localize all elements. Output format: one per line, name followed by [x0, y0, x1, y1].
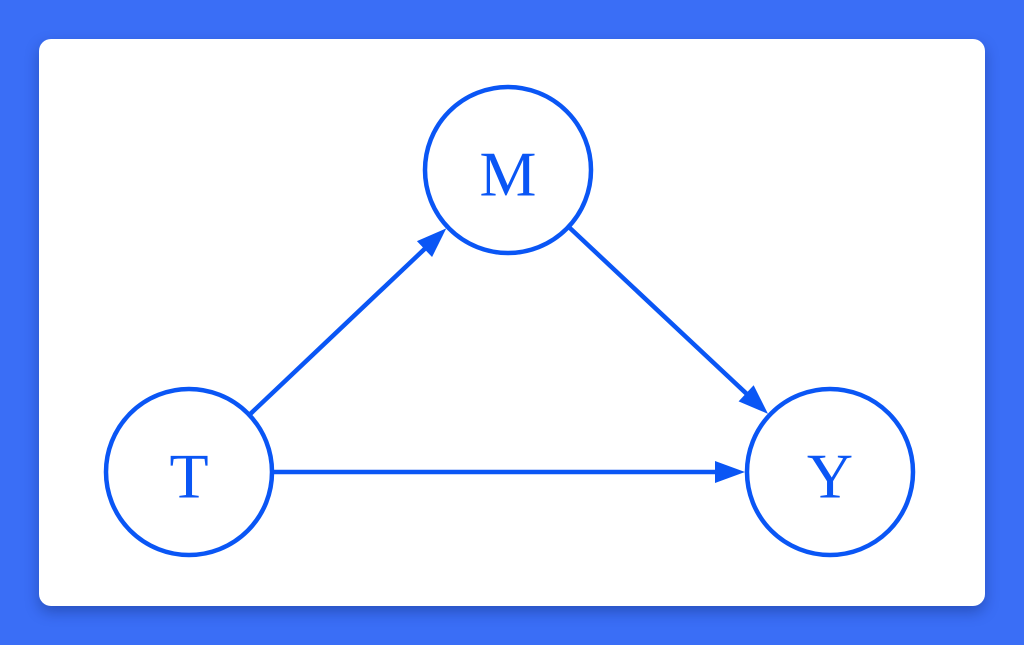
edges-layer [247, 225, 769, 483]
node-label: T [169, 441, 208, 512]
node-circle [103, 386, 275, 558]
edge-m-to-y [567, 225, 769, 414]
edge-line [567, 225, 750, 397]
node-circle [422, 84, 594, 256]
node-y: Y [744, 386, 916, 558]
edge-t-to-m [247, 228, 447, 417]
nodes-layer: M T Y [103, 84, 916, 558]
edge-t-to-y [272, 461, 745, 483]
arrowhead-icon [738, 385, 769, 414]
diagram-card: M T Y [39, 39, 985, 606]
arrowhead-icon [715, 461, 745, 483]
node-m: M [422, 84, 594, 256]
node-label: M [480, 139, 537, 210]
edge-line [247, 246, 428, 417]
node-label: Y [807, 441, 853, 512]
node-circle [744, 386, 916, 558]
causal-diagram: M T Y [103, 84, 916, 558]
node-t: T [103, 386, 275, 558]
arrowhead-icon [416, 228, 447, 258]
